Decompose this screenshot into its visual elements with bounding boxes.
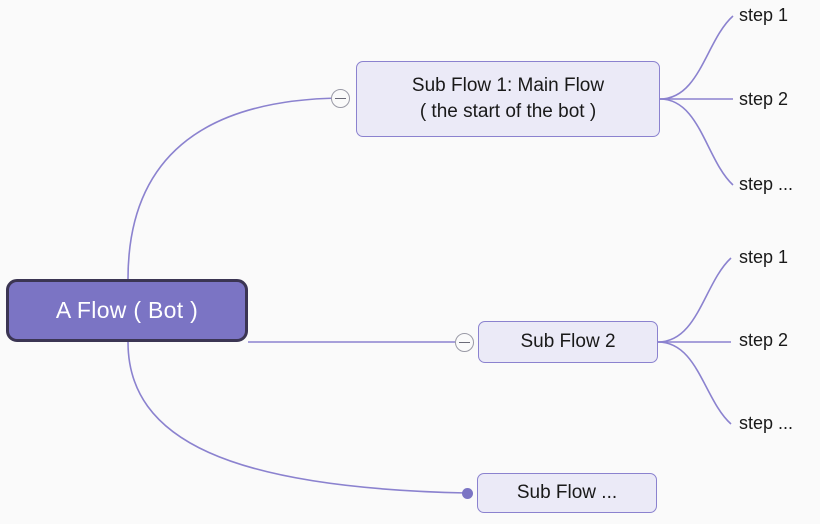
step-label-subflow2-1[interactable]: step 1 <box>739 247 789 267</box>
node-subflow2-label: Sub Flow 2 <box>520 331 616 352</box>
collapse-toggle-subflow1-icon[interactable] <box>331 89 350 108</box>
step-label-subflow1-1[interactable]: step 1 <box>739 5 789 25</box>
root-node-label: A Flow ( Bot ) <box>55 297 199 323</box>
step-label-subflow2-2[interactable]: step 2 <box>739 330 789 350</box>
root-node[interactable]: A Flow ( Bot ) <box>6 279 248 342</box>
node-subflow1[interactable]: Sub Flow 1: Main Flow ( the start of the… <box>356 61 660 137</box>
node-subflow1-label-line1: Sub Flow 1: Main Flow <box>411 75 605 96</box>
edge-root-to-subflow1 <box>127 97 341 280</box>
edge-root-to-subflowmore <box>127 341 468 494</box>
edge-subflow1-to-step3 <box>659 98 734 186</box>
node-subflowmore[interactable]: Sub Flow ... <box>477 473 657 513</box>
leaf-dot-icon[interactable] <box>462 488 473 499</box>
collapse-toggle-subflow2-icon[interactable] <box>455 333 474 352</box>
step-label-subflow2-3[interactable]: step ... <box>739 413 794 433</box>
node-subflow1-label-line2: ( the start of the bot ) <box>419 101 597 122</box>
node-subflow2[interactable]: Sub Flow 2 <box>478 321 658 363</box>
edge-subflow1-to-step1 <box>659 15 734 100</box>
step-label-subflow1-2[interactable]: step 2 <box>739 89 789 109</box>
node-subflowmore-label: Sub Flow ... <box>516 482 618 503</box>
step-label-subflow1-3[interactable]: step ... <box>739 174 794 194</box>
edge-subflow2-to-step3 <box>657 341 732 425</box>
edge-subflow2-to-step1 <box>657 257 732 343</box>
